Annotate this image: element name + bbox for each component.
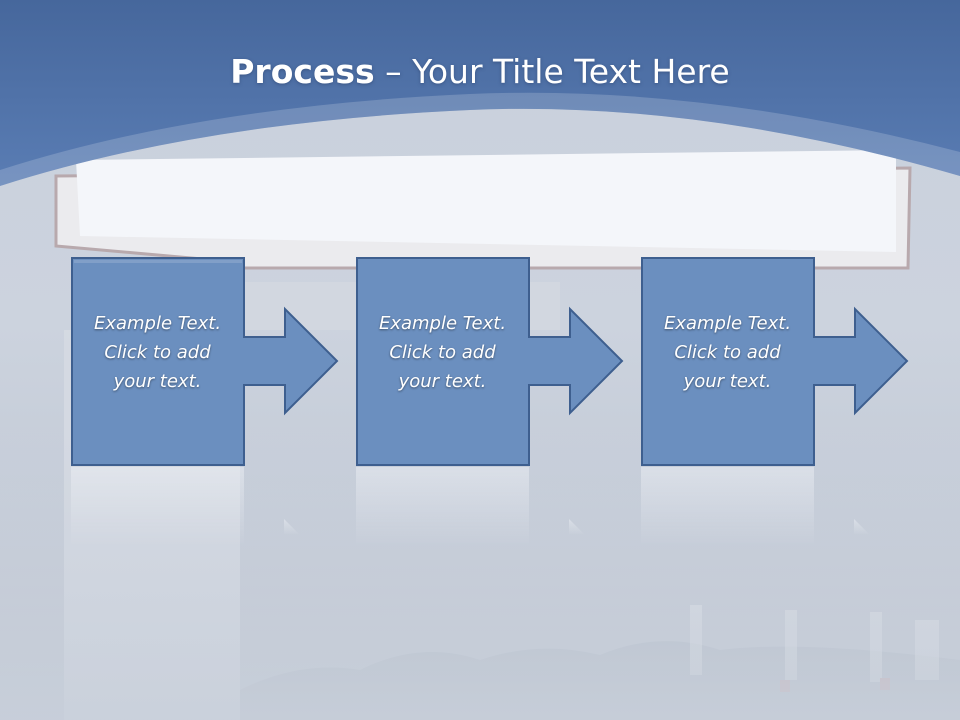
step-2-line-2: Click to add [389, 342, 496, 363]
step-3-line-1: Example Text. [663, 313, 792, 334]
step-3-arrow-shape [641, 257, 909, 466]
title-bold-text: Process [230, 52, 375, 91]
step-3-line-2: Click to add [674, 342, 781, 363]
step-3-line-3: your text. [683, 371, 772, 392]
step-2-text[interactable]: Example Text. Click to add your text. [356, 309, 529, 396]
step-2-line-3: your text. [398, 371, 487, 392]
billboard-panel [76, 150, 896, 252]
step-1-text[interactable]: Example Text. Click to add your text. [71, 309, 244, 396]
step-1-line-2: Click to add [104, 342, 211, 363]
step-1-line-1: Example Text. [93, 313, 222, 334]
step-1-line-3: your text. [113, 371, 202, 392]
step-1-arrow-shape [71, 257, 339, 466]
step-2-line-1: Example Text. [378, 313, 507, 334]
title-rest-text: – Your Title Text Here [374, 52, 730, 91]
slide-title[interactable]: Process – Your Title Text Here [0, 52, 960, 91]
header-band [0, 0, 960, 186]
steps-reflection [71, 467, 870, 547]
step-2-arrow-shape [356, 257, 624, 466]
step-3-text[interactable]: Example Text. Click to add your text. [641, 309, 814, 396]
header-highlight [0, 92, 960, 186]
